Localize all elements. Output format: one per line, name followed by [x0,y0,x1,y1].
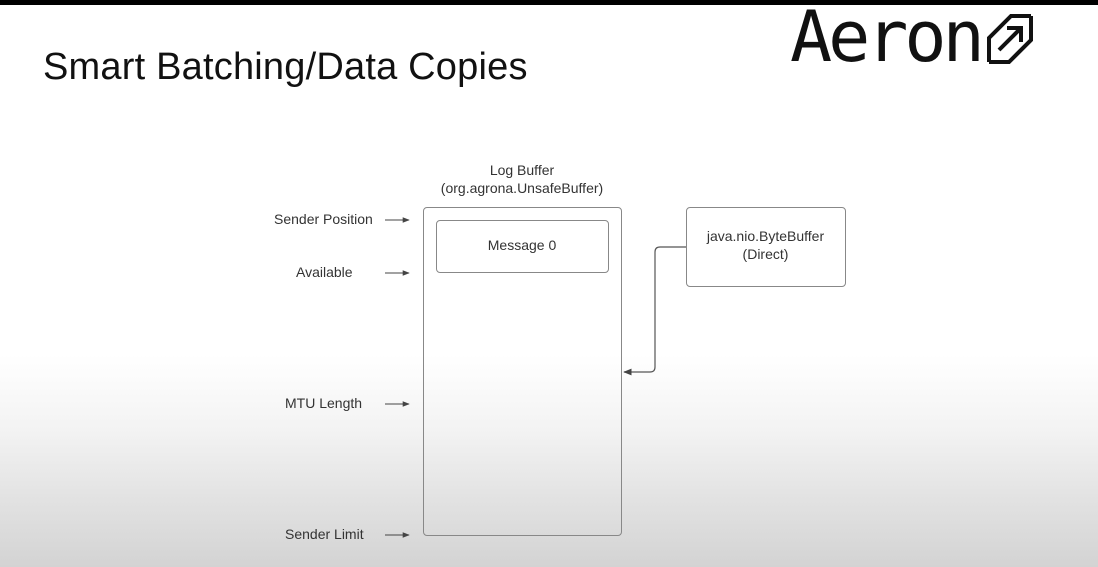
byte-buffer-box: java.nio.ByteBuffer (Direct) [686,207,846,287]
byte-buffer-label-line1: java.nio.ByteBuffer [706,228,825,244]
message-0-box: Message 0 [436,220,609,273]
message-0-label: Message 0 [487,237,557,253]
byte-buffer-to-log-buffer-arrow [623,246,686,376]
top-black-bar [0,0,1098,5]
byte-buffer-label-line2: (Direct) [742,246,789,262]
sender-limit-label: Sender Limit [285,526,364,542]
log-buffer-title: Log Buffer [489,162,555,178]
available-label: Available [296,264,353,280]
logo-text: Aeron [790,0,985,78]
aeron-logo: Aeron [790,0,1035,78]
sender-position-label: Sender Position [274,211,373,227]
aeron-mark-icon [986,14,1033,64]
slide-title: Smart Batching/Data Copies [43,46,528,88]
log-buffer-class: (org.agrona.UnsafeBuffer) [440,180,604,196]
mtu-length-label: MTU Length [285,395,363,411]
log-buffer-box [423,207,622,536]
